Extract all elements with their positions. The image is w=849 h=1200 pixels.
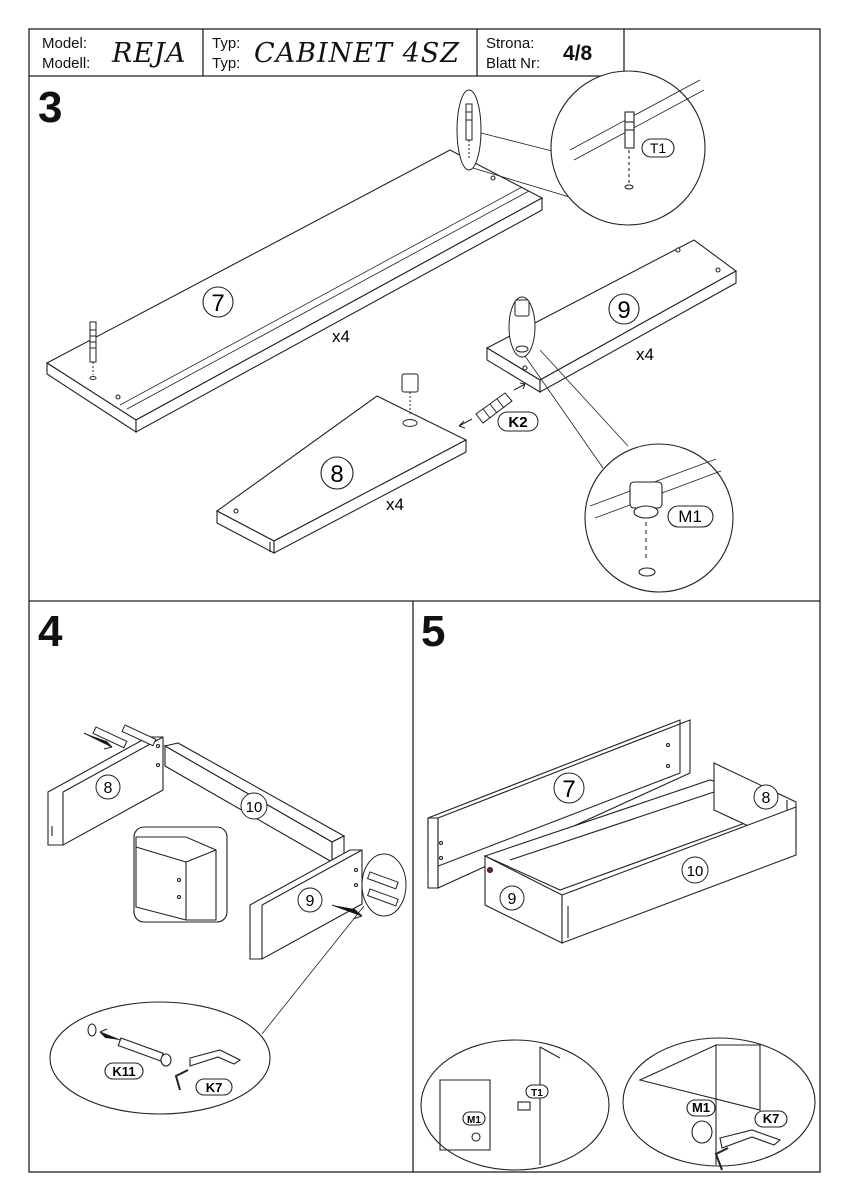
- step5-labels: 7 8 10 9 M1 T1 M1 K7: [467, 772, 780, 1126]
- model-label-de: Modell:: [42, 55, 91, 72]
- part-8-label: 8: [104, 780, 113, 797]
- step-5-number: 5: [421, 607, 446, 656]
- step4-screws-left: [83, 724, 157, 750]
- page-frame: [28, 28, 821, 1173]
- part-8-quantity: x4: [386, 495, 404, 514]
- step3-detail-m1: [584, 443, 734, 593]
- hardware-k11-label: K11: [112, 1064, 135, 1079]
- hardware-k2-label: K2: [508, 414, 527, 431]
- step4-labels: 8 10 9 K11 K7: [95, 774, 323, 1095]
- part-9-label: 9: [508, 891, 517, 908]
- part-7-quantity: x4: [332, 327, 350, 346]
- part-10-label: 10: [687, 863, 704, 880]
- part-7-label: 7: [562, 776, 575, 803]
- step3-detail-t1: [550, 70, 706, 226]
- step3-dowel-k2: [458, 382, 539, 432]
- type-label: Typ:: [212, 35, 241, 52]
- model-value: REJA: [112, 38, 187, 69]
- model-label: Model:: [42, 35, 88, 52]
- hardware-k7-label: K7: [763, 1111, 780, 1126]
- hardware-k7-label: K7: [206, 1080, 223, 1095]
- page-label: Strona:: [486, 35, 535, 52]
- part-9-label: 9: [306, 893, 315, 910]
- part-8-label: 8: [330, 461, 343, 488]
- page-label-de: Blatt Nr:: [486, 55, 541, 72]
- step5-panel-7: [427, 719, 691, 889]
- step3-cam-bolt-top: [456, 89, 607, 209]
- hardware-m1-label: M1: [692, 1100, 710, 1115]
- step3-cam-bolt-left: [89, 321, 97, 380]
- part-7-label: 7: [211, 290, 224, 317]
- part-10-label: 10: [246, 799, 263, 816]
- page-number: 4/8: [563, 42, 593, 65]
- step-3-number: 3: [38, 83, 63, 132]
- step-4-number: 4: [38, 607, 63, 656]
- step3-panel-7: [45, 149, 544, 434]
- type-value: CABINET 4SZ: [254, 38, 461, 69]
- hardware-t1-label: T1: [531, 1088, 543, 1099]
- hardware-t1-label: T1: [650, 140, 667, 156]
- part-9-quantity: x4: [636, 345, 654, 364]
- step5-detail-left: [420, 1039, 610, 1171]
- step5-detail-right: [622, 1037, 816, 1171]
- step4-detail-box: [133, 826, 228, 923]
- hardware-m1-label: M1: [467, 1115, 481, 1126]
- step3-cam-lock-9: [508, 296, 629, 469]
- step4-detail-k11: [49, 1001, 271, 1115]
- step4-screws-right: [261, 853, 407, 1035]
- step3-cam-lock-8: [401, 373, 419, 427]
- part-8-label: 8: [762, 790, 771, 807]
- type-label-de: Typ:: [212, 55, 241, 72]
- part-9-label: 9: [617, 297, 630, 324]
- step3-labels: 7 x4 8 x4 9 x4 K2 T1 M1: [202, 140, 702, 526]
- hardware-m1-label: M1: [678, 507, 702, 526]
